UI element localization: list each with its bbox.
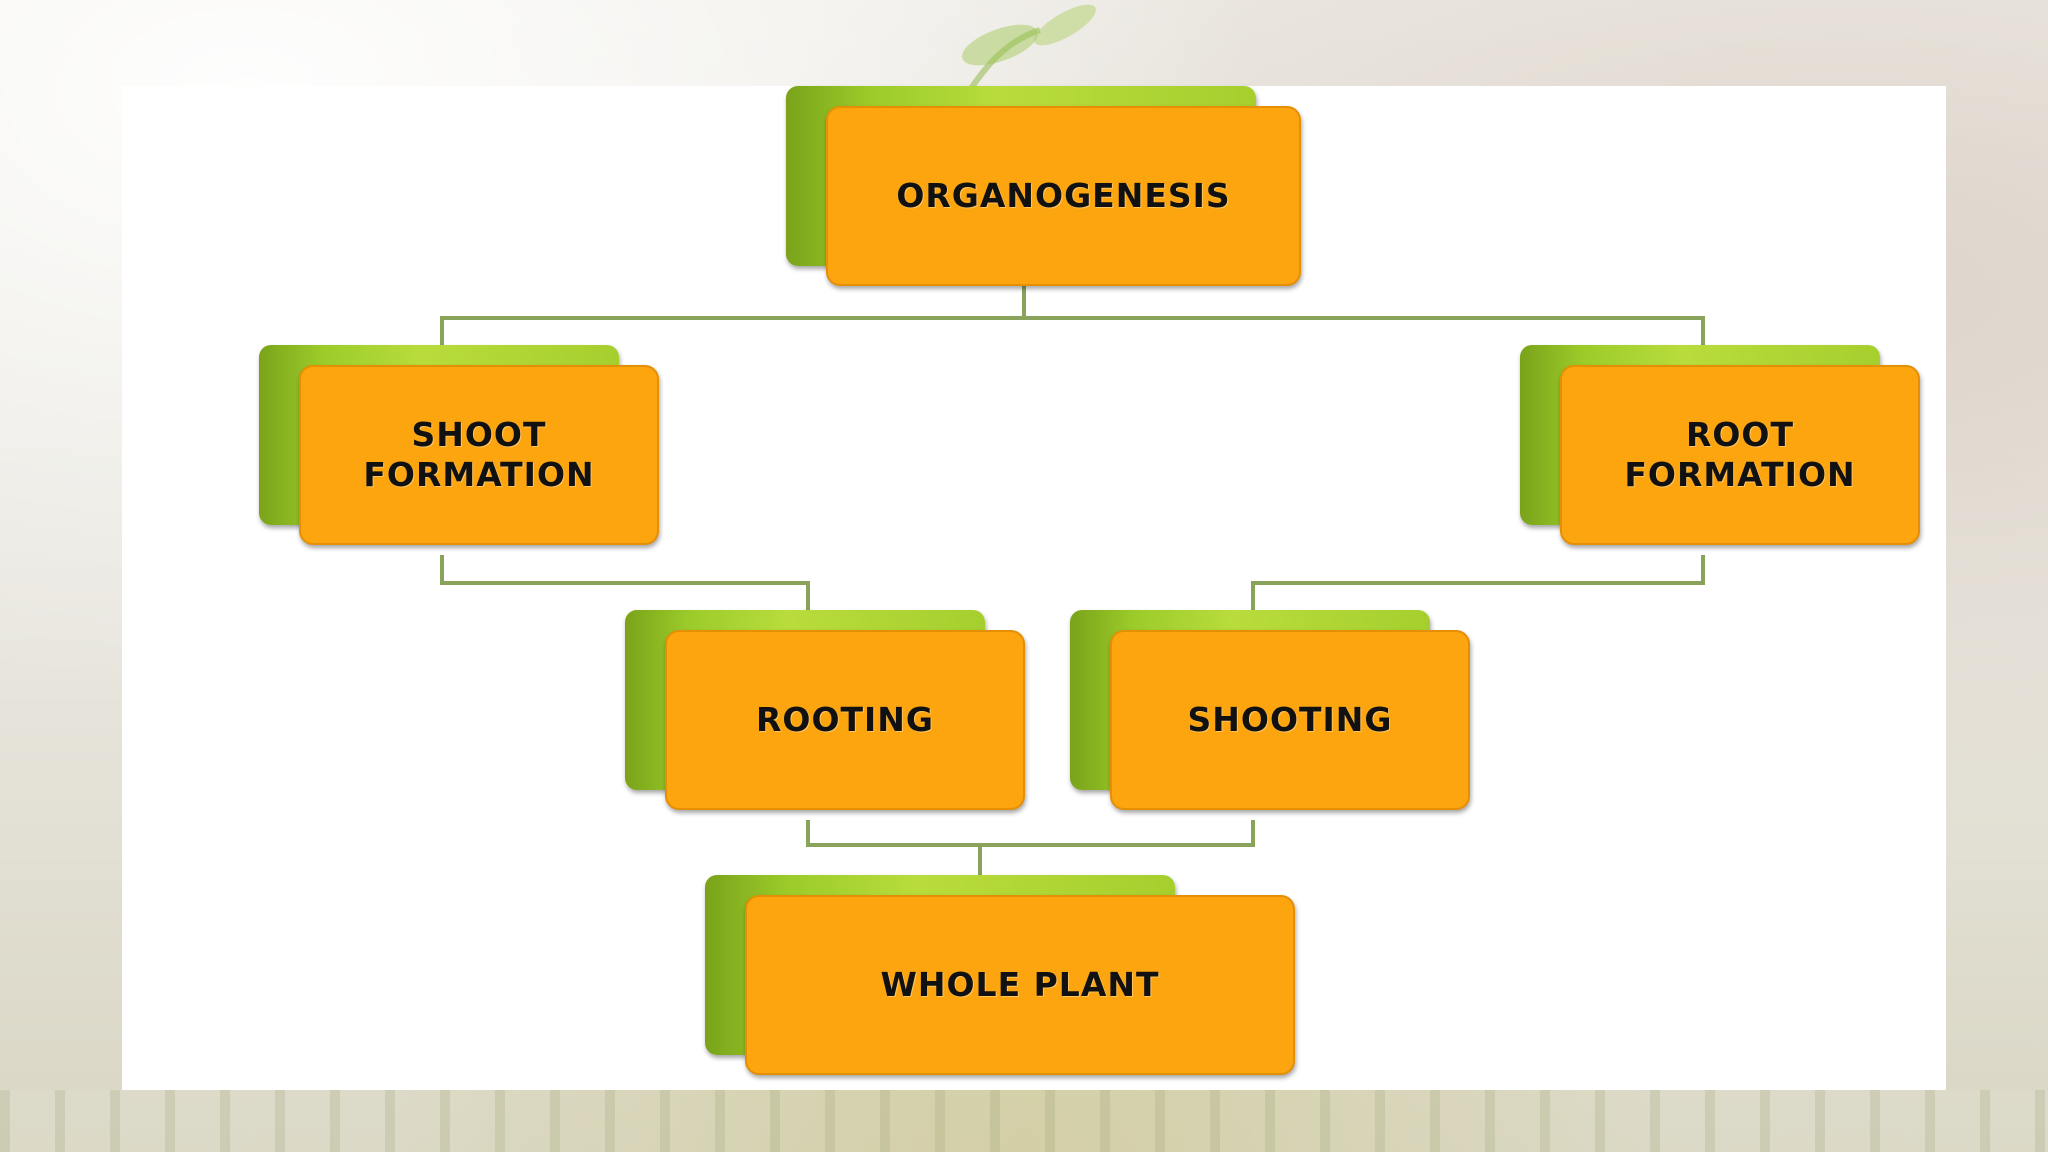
node-label-shooting: SHOOTING bbox=[1187, 700, 1393, 739]
connector-shoot-formation-rooting bbox=[440, 555, 810, 610]
background-sprig bbox=[962, 4, 1096, 90]
node-front-panel: SHOOT FORMATION bbox=[299, 365, 659, 545]
connector-organogenesis-root-formation bbox=[1024, 316, 1705, 345]
node-front-panel: ROOTING bbox=[665, 630, 1025, 810]
node-front-panel: WHOLE PLANT bbox=[745, 895, 1295, 1075]
node-label-whole-plant: WHOLE PLANT bbox=[880, 965, 1160, 1004]
background-strip bbox=[0, 1090, 2048, 1152]
node-root-formation: ROOT FORMATION bbox=[1520, 345, 1920, 545]
node-label-shoot-formation: SHOOT FORMATION bbox=[363, 415, 595, 494]
connector-shooting-whole-plant bbox=[980, 820, 1255, 847]
connector-rooting-whole-plant bbox=[806, 820, 982, 875]
node-shoot-formation: SHOOT FORMATION bbox=[259, 345, 659, 545]
node-front-panel: ROOT FORMATION bbox=[1560, 365, 1920, 545]
node-label-organogenesis: ORGANOGENESIS bbox=[896, 176, 1231, 215]
node-label-root-formation: ROOT FORMATION bbox=[1624, 415, 1856, 494]
node-organogenesis: ORGANOGENESIS bbox=[786, 86, 1301, 286]
connector-root-formation-shooting bbox=[1251, 555, 1705, 610]
connector-organogenesis-shoot-formation bbox=[440, 286, 1026, 345]
node-front-panel: SHOOTING bbox=[1110, 630, 1470, 810]
node-shooting: SHOOTING bbox=[1070, 610, 1470, 810]
node-whole-plant: WHOLE PLANT bbox=[705, 875, 1295, 1075]
node-label-rooting: ROOTING bbox=[755, 700, 934, 739]
node-front-panel: ORGANOGENESIS bbox=[826, 106, 1301, 286]
node-rooting: ROOTING bbox=[625, 610, 1025, 810]
